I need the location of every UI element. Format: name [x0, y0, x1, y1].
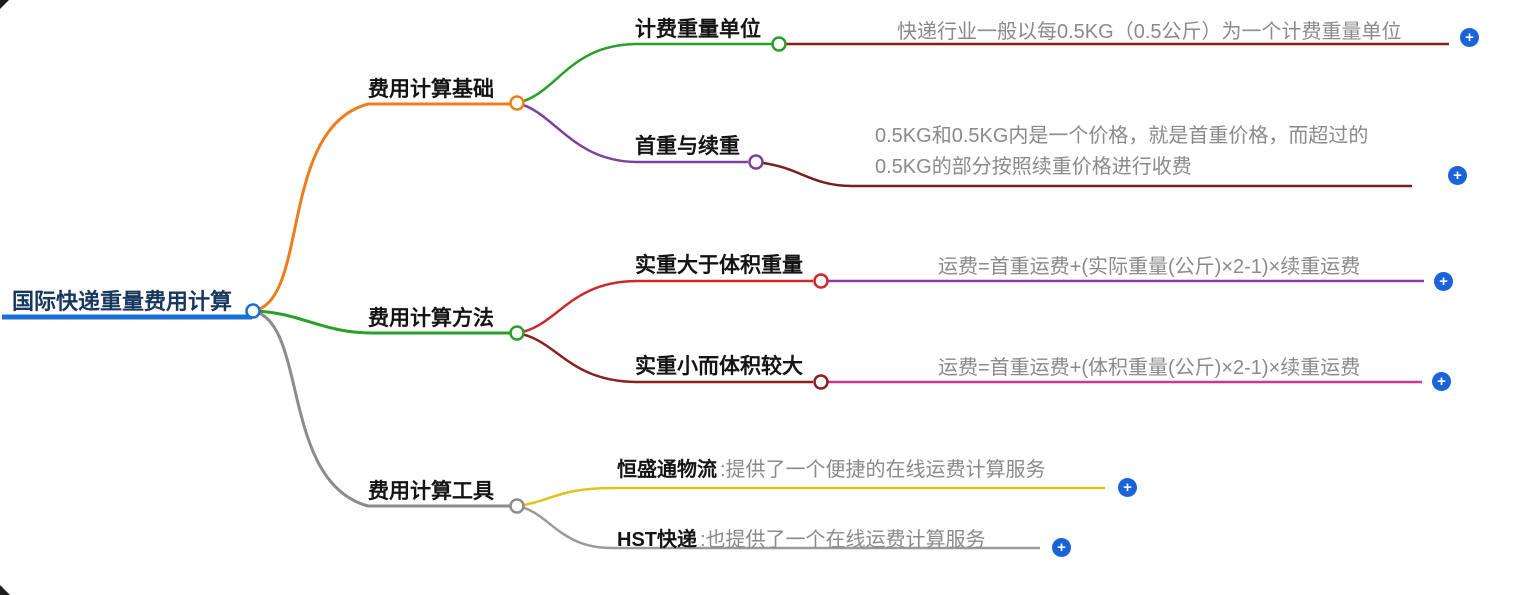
screen-corner-top-left: [0, 0, 9, 9]
node-toggle-tools[interactable]: [509, 498, 525, 514]
detail-text-first-additional-line2: 0.5KG的部分按照续重价格进行收费: [875, 156, 1192, 178]
branch-label-methods[interactable]: 费用计算方法: [368, 307, 494, 330]
branch-line-methods: [252, 309, 510, 335]
expand-button-actual-greater[interactable]: +: [1434, 272, 1453, 291]
expand-button-volume-greater[interactable]: +: [1432, 372, 1451, 391]
leaf-row-hengshengtong: 恒盛通物流 :提供了一个便捷的在线运费计算服务: [617, 459, 1046, 481]
subbranch-label-billing-unit[interactable]: 计费重量单位: [635, 18, 761, 41]
detail-text-billing-unit: 快递行业一般以每0.5KG（0.5公斤）为一个计费重量单位: [897, 21, 1402, 43]
node-toggle-billing-unit[interactable]: [771, 36, 787, 52]
subbranch-label-volume-greater[interactable]: 实重小而体积较大: [635, 355, 803, 378]
expand-button-hengshengtong[interactable]: +: [1118, 478, 1137, 497]
expand-button-billing-unit[interactable]: +: [1460, 28, 1479, 47]
node-toggle-volume-greater[interactable]: [813, 374, 829, 390]
expand-button-first-additional[interactable]: +: [1448, 166, 1467, 185]
detail-text-first-additional-line1: 0.5KG和0.5KG内是一个价格，就是首重价格，而超过的: [875, 125, 1369, 147]
node-toggle-first-additional[interactable]: [748, 154, 764, 170]
leaf-line-hst: [516, 504, 1040, 550]
node-toggle-actual-greater[interactable]: [813, 273, 829, 289]
node-toggle-basics[interactable]: [509, 95, 525, 111]
leaf-detail-hengshengtong: :提供了一个便捷的在线运费计算服务: [720, 459, 1046, 481]
branch-label-tools[interactable]: 费用计算工具: [368, 480, 494, 503]
leaf-label-hengshengtong[interactable]: 恒盛通物流: [617, 459, 717, 481]
detail-text-actual-greater: 运费=首重运费+(实际重量(公斤)×2-1)×续重运费: [938, 256, 1361, 278]
subbranch-label-first-additional[interactable]: 首重与续重: [635, 135, 740, 158]
detail-line-first-additional: [762, 161, 1412, 188]
leaf-line-hengshengtong: [516, 486, 1105, 508]
branch-line-basics: [252, 102, 510, 313]
node-toggle-root[interactable]: [245, 303, 261, 319]
expand-button-hst[interactable]: +: [1052, 538, 1071, 557]
branch-line-tools: [252, 309, 510, 508]
branch-label-basics[interactable]: 费用计算基础: [368, 78, 494, 101]
detail-text-volume-greater: 运费=首重运费+(体积重量(公斤)×2-1)×续重运费: [938, 357, 1361, 379]
leaf-detail-hst: :也提供了一个在线运费计算服务: [700, 529, 986, 551]
subbranch-line-billing-unit: [516, 42, 772, 105]
subbranch-label-actual-greater[interactable]: 实重大于体积重量: [635, 254, 803, 277]
subbranch-line-volume-greater: [516, 331, 813, 384]
subbranch-line-first-additional: [516, 101, 748, 164]
subbranch-line-actual-greater: [516, 279, 813, 335]
leaf-row-hst: HST快递 :也提供了一个在线运费计算服务: [617, 529, 986, 551]
root-node-label[interactable]: 国际快递重量费用计算: [12, 289, 233, 314]
screen-corner-bottom-left: [0, 585, 10, 595]
node-toggle-methods[interactable]: [509, 325, 525, 341]
leaf-label-hst[interactable]: HST快递: [617, 529, 697, 551]
